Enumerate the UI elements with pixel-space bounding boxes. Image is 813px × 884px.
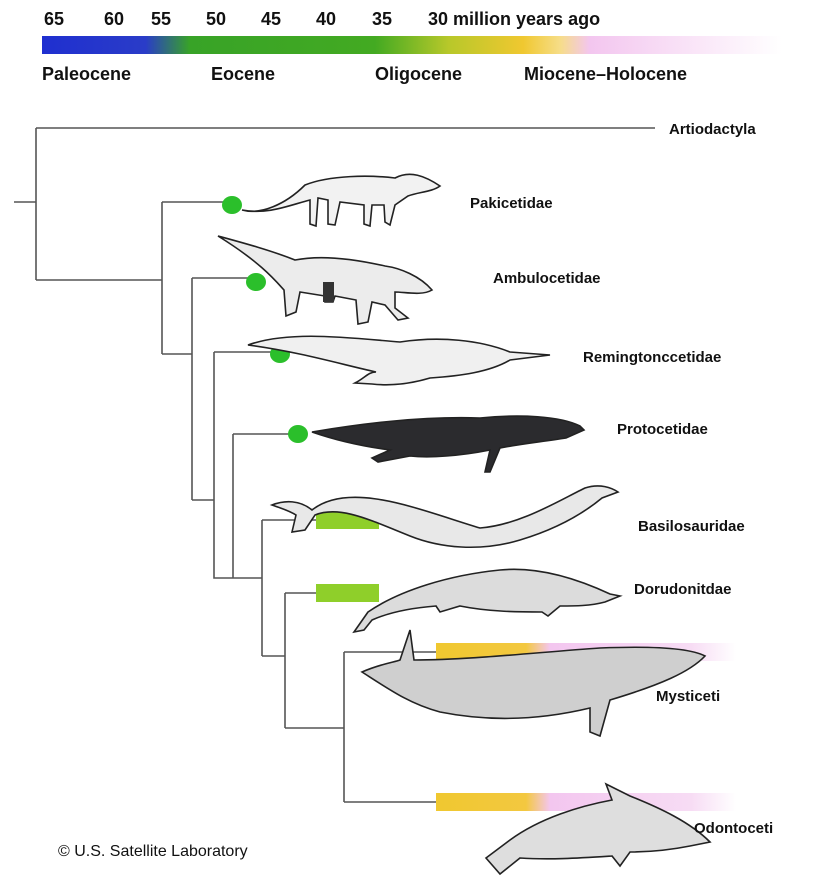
- remingtonocetus-illustration: [248, 336, 550, 384]
- label-dorudonitdae: Dorudonitdae: [634, 581, 732, 598]
- label-pakicetidae: Pakicetidae: [470, 195, 553, 212]
- label-protocetidae: Protocetidae: [617, 421, 708, 438]
- dorudon-illustration: [354, 569, 620, 632]
- label-basilosauridae: Basilosauridae: [638, 518, 745, 535]
- pakicetus-illustration: [242, 174, 440, 226]
- tick-30-label: 30 million years ago: [428, 9, 600, 29]
- epoch-labels: Paleocene Eocene Oligocene Miocene–Holoc…: [42, 64, 687, 84]
- epoch-eocene: Eocene: [211, 64, 275, 84]
- tick-35: 35: [372, 9, 392, 29]
- tick-40: 40: [316, 9, 336, 29]
- copyright-credit: © U.S. Satellite Laboratory: [58, 843, 248, 860]
- tick-50: 50: [206, 9, 226, 29]
- label-mysticeti: Mysticeti: [656, 688, 720, 705]
- label-artiodactyla: Artiodactyla: [669, 121, 756, 138]
- timeline-ticks: 65 60 55 50 45 40 35 30 million years ag…: [44, 9, 600, 29]
- tick-55: 55: [151, 9, 171, 29]
- geologic-time-bar: [42, 36, 782, 54]
- label-odontoceti: Odontoceti: [694, 820, 773, 837]
- label-remingtonccetidae: Remingtonccetidae: [583, 349, 721, 366]
- fossil-bar-dorudontidae: [316, 584, 379, 602]
- fossil-dot-protocetidae: [288, 425, 308, 443]
- protocetus-illustration: [312, 416, 584, 472]
- fossil-dot-ambulocetidae: [246, 273, 266, 291]
- label-ambulocetidae: Ambulocetidae: [493, 270, 601, 287]
- taxon-labels: Artiodactyla Pakicetidae Ambulocetidae R…: [470, 121, 773, 837]
- tick-60: 60: [104, 9, 124, 29]
- epoch-paleocene: Paleocene: [42, 64, 131, 84]
- epoch-miocene-holocene: Miocene–Holocene: [524, 64, 687, 84]
- tick-65: 65: [44, 9, 64, 29]
- branch-clade-4: [214, 500, 233, 578]
- animal-illustrations: [218, 174, 710, 874]
- fossil-dot-pakicetidae: [222, 196, 242, 214]
- epoch-oligocene: Oligocene: [375, 64, 462, 84]
- tick-45: 45: [261, 9, 281, 29]
